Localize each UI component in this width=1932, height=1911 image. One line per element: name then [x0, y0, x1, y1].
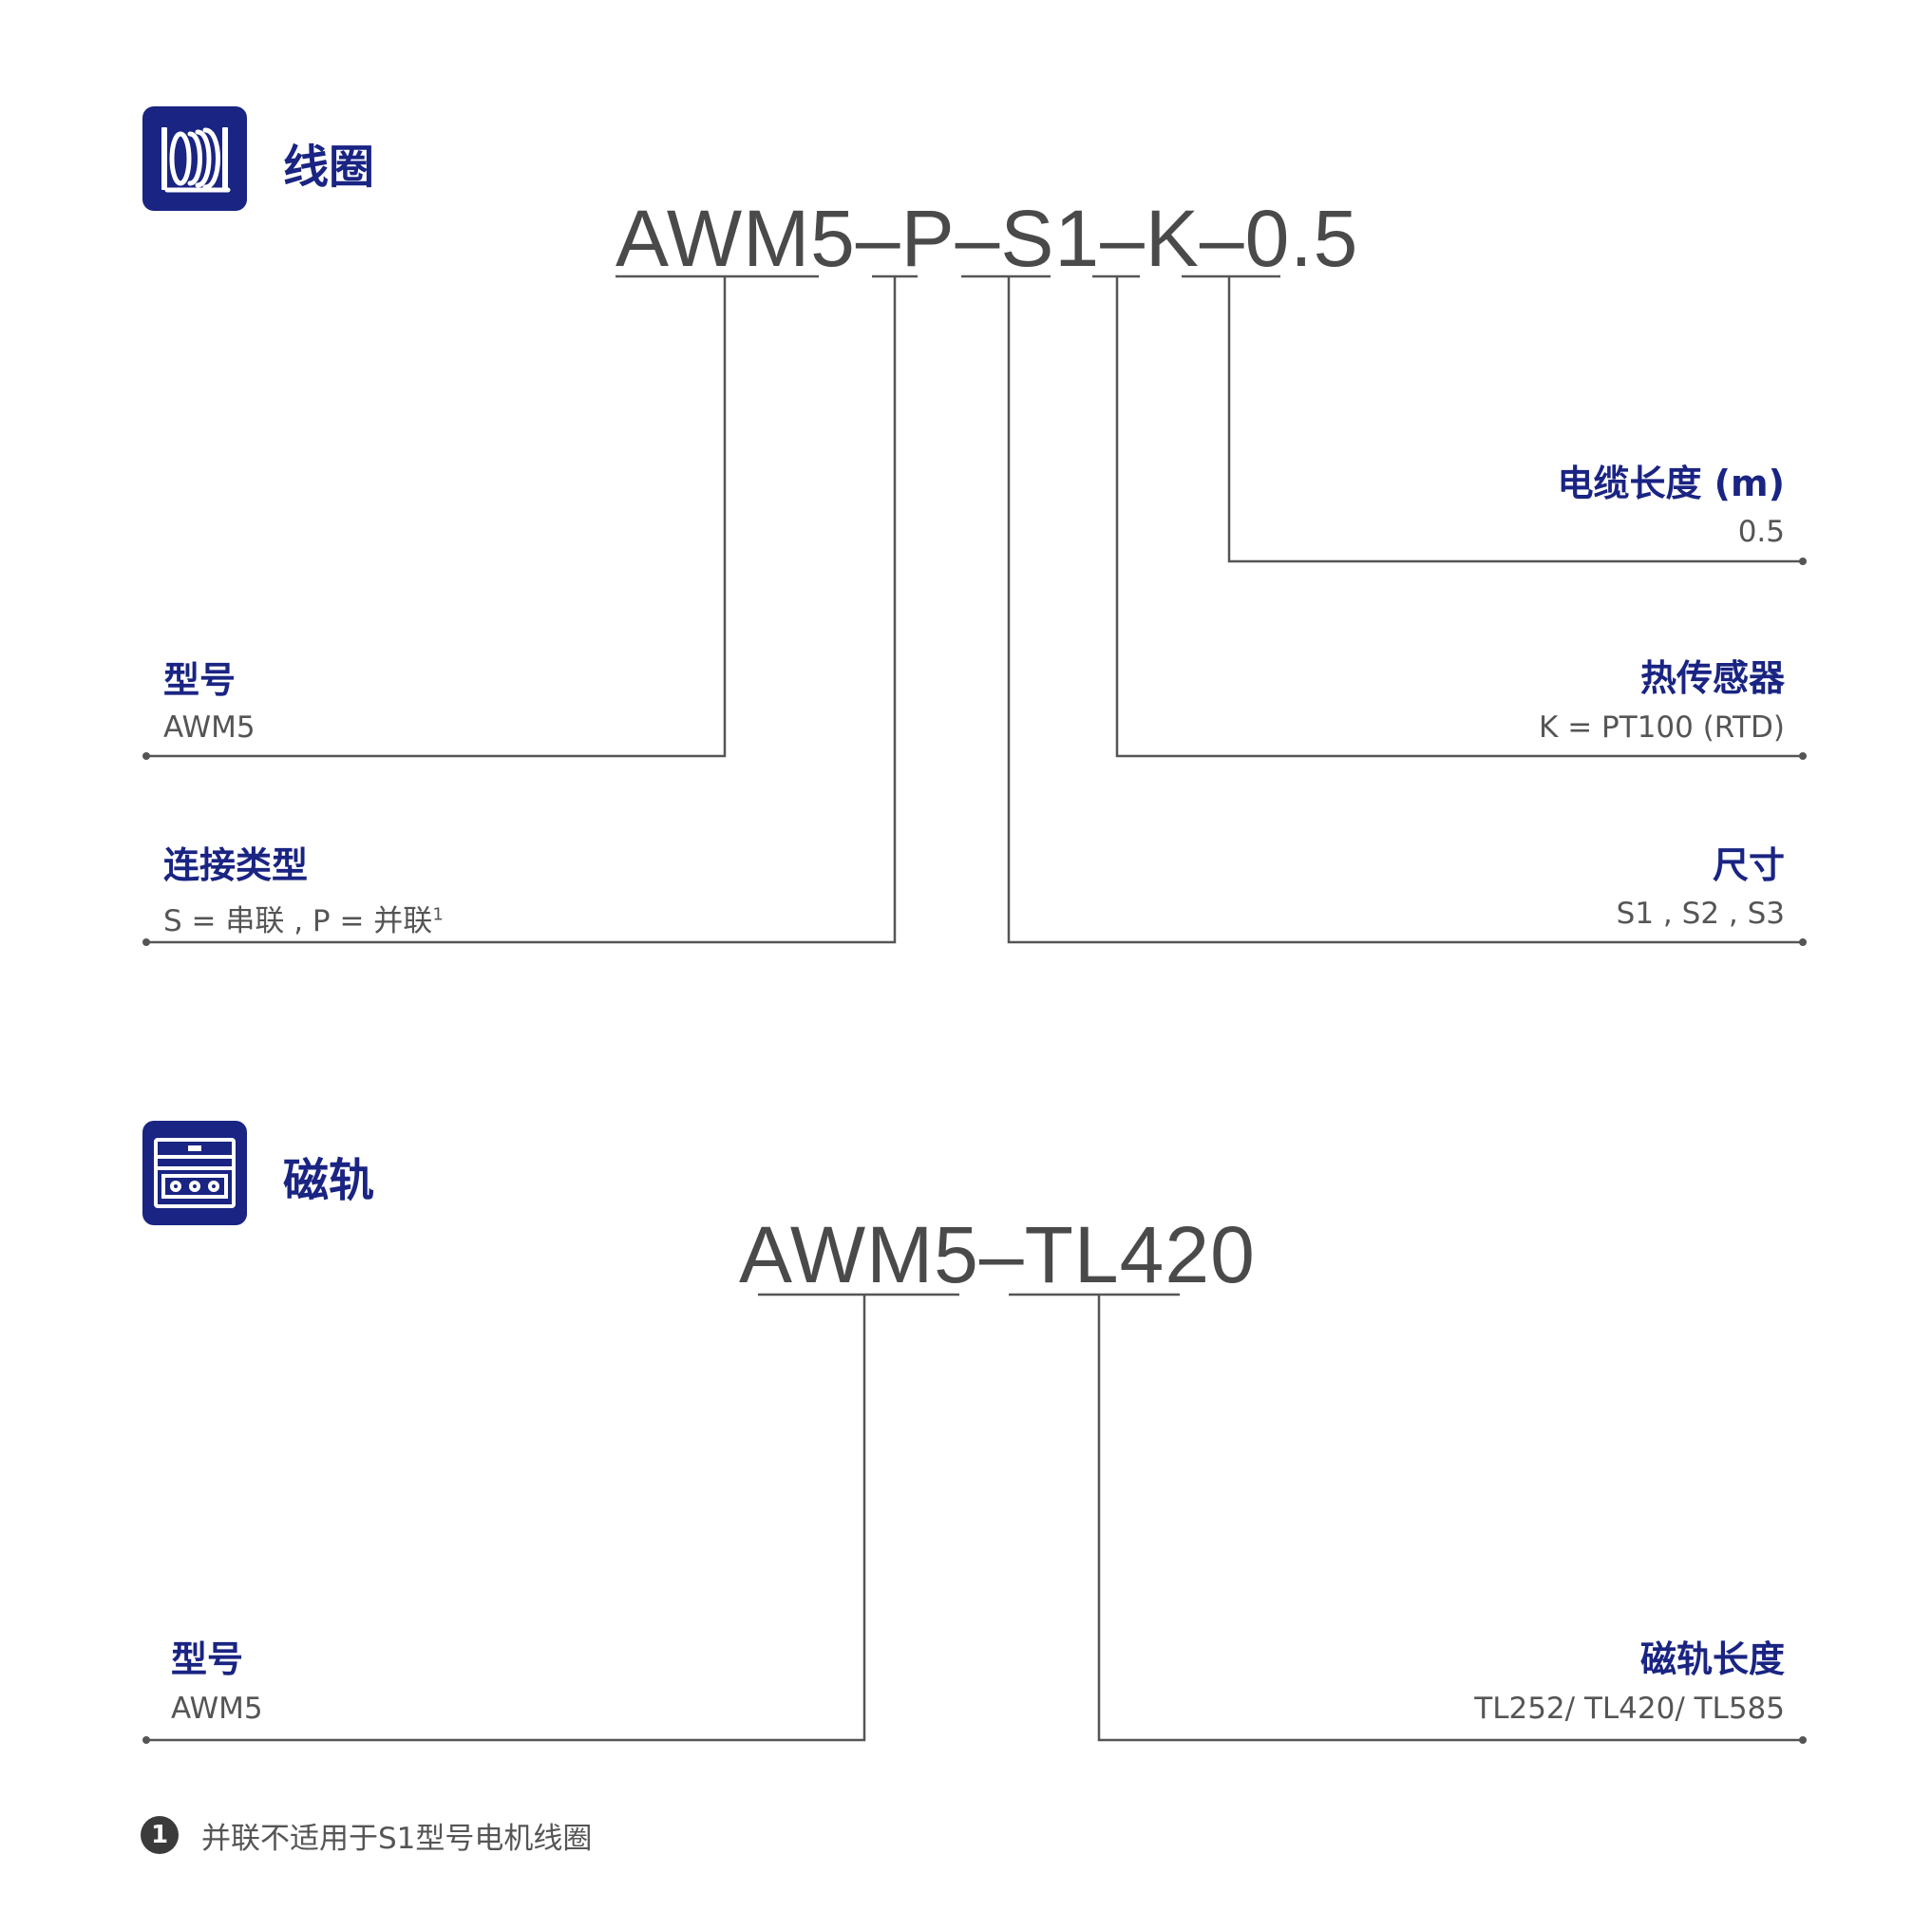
endpoint-dot	[1799, 752, 1807, 760]
rail-length-value: TL252/ TL420/ TL585	[1474, 1692, 1785, 1726]
coil-icon	[142, 106, 247, 211]
thermal-sensor-label: 热传感器	[1639, 657, 1785, 699]
code-part-rail-length: TL420	[1024, 1210, 1256, 1299]
endpoint-dot	[1799, 1736, 1807, 1744]
cable-length-value: 0.5	[1737, 515, 1785, 549]
footnote-number-badge: 1	[141, 1816, 179, 1854]
magnetic-rail-icon	[142, 1121, 247, 1225]
code-separator: –	[855, 194, 901, 283]
rail-section-title: 磁轨	[283, 1154, 375, 1207]
endpoint-dot	[1799, 558, 1807, 565]
leader-sensor	[1115, 276, 1803, 758]
connection-type-value: S = 串联 , P = 并联1	[163, 897, 444, 939]
endpoint-dot	[142, 752, 150, 760]
coil-part-number: AWM5–P–S1–K–0.5	[616, 193, 1358, 285]
rail-length-label: 磁轨长度	[1639, 1638, 1785, 1680]
endpoint-dot	[142, 938, 150, 946]
cable-length-label: 电缆长度 (m)	[1557, 463, 1785, 504]
model-label: 型号	[163, 659, 237, 701]
code-separator: –	[1100, 194, 1146, 283]
code-part-rail-model: AWM5	[739, 1210, 979, 1299]
leader-connection	[146, 276, 897, 944]
code-part-size: S1	[1000, 194, 1101, 283]
leader-cable	[1227, 276, 1803, 563]
code-part-cable: 0.5	[1244, 194, 1359, 283]
rail-model-value: AWM5	[171, 1692, 263, 1726]
thermal-sensor-value: K = PT100 (RTD)	[1539, 710, 1785, 745]
leader-rail-length	[1097, 1295, 1803, 1742]
endpoint-dot	[1799, 938, 1807, 946]
code-part-connection: P	[900, 194, 956, 283]
rail-model-label: 型号	[171, 1638, 244, 1680]
footnote-marker: 1	[432, 904, 444, 925]
connection-type-label: 连接类型	[163, 844, 309, 886]
leader-model	[146, 276, 727, 758]
code-part-model: AWM5	[616, 194, 856, 283]
code-separator: –	[978, 1210, 1025, 1299]
coil-section-title: 线圈	[283, 141, 375, 194]
model-value: AWM5	[163, 710, 256, 745]
size-label: 尺寸	[1712, 844, 1785, 886]
code-part-sensor: K	[1145, 194, 1200, 283]
leader-size	[1007, 276, 1803, 944]
footnote-text: 并联不适用于S1型号电机线圈	[201, 1822, 593, 1856]
endpoint-dot	[142, 1736, 150, 1744]
size-value: S1 , S2 , S3	[1616, 897, 1785, 931]
rail-part-number: AWM5–TL420	[739, 1209, 1256, 1301]
connection-type-text: S = 串联 , P = 并联	[163, 904, 433, 938]
leader-rail-model	[146, 1295, 866, 1742]
code-separator: –	[1199, 194, 1245, 283]
code-separator: –	[955, 194, 1001, 283]
